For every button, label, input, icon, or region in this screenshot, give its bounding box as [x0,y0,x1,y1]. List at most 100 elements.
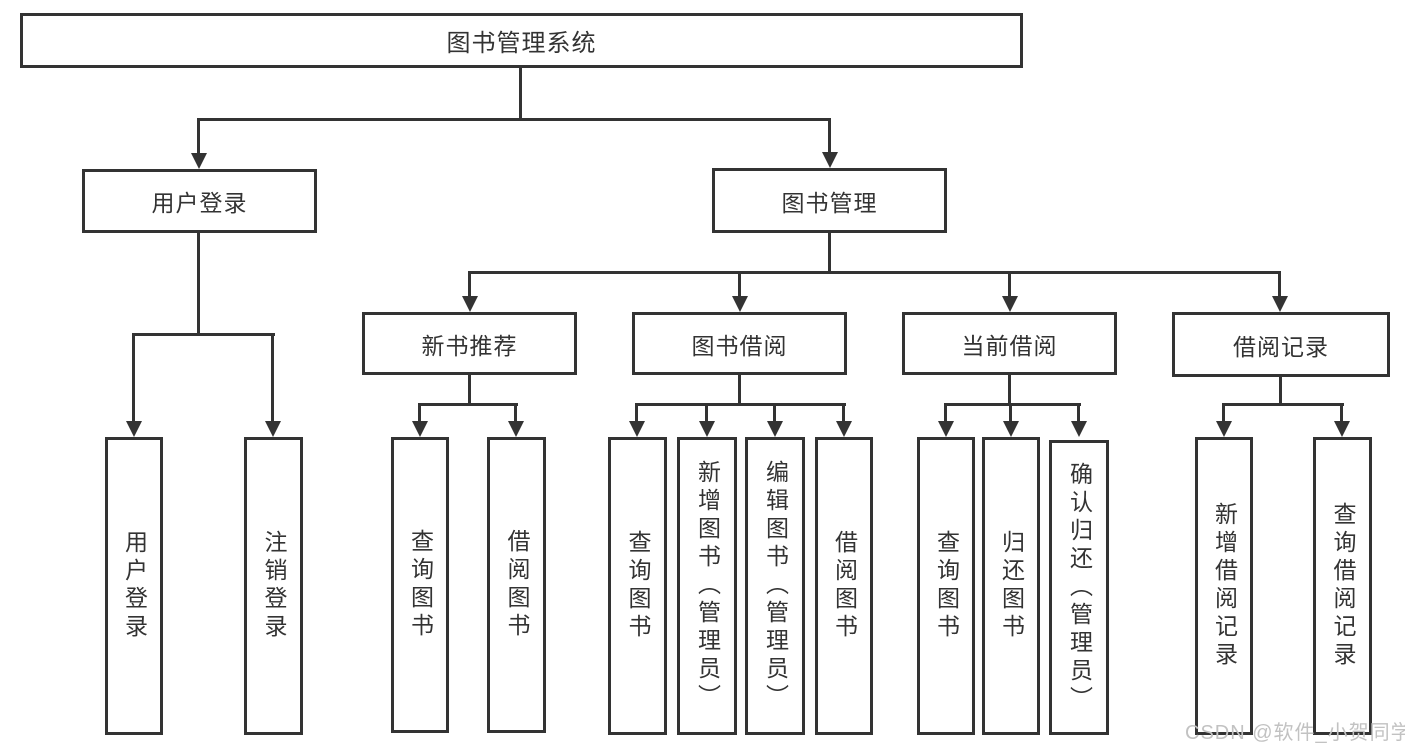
leaf-current-confirm-return: 确认归还（管理员） [1049,440,1109,735]
connector-current-vline [1008,375,1011,405]
leaf-borrowing-borrow-books-label: 借阅图书 [831,530,858,642]
arrowhead-icon [1334,421,1350,437]
node-current-borrowing: 当前借阅 [902,312,1117,375]
node-borrowing-records: 借阅记录 [1172,312,1390,377]
arrowhead-icon [265,421,281,437]
arrowhead-icon [822,152,838,168]
node-new-book-recommend-label: 新书推荐 [421,332,518,359]
connector-user-login-hline [132,333,275,336]
arrowhead-icon [836,421,852,437]
csdn-watermark: CSDN @软件_小贺同学 [1185,722,1405,744]
arrowhead-icon [508,421,524,437]
arrow-stem [514,405,517,424]
arrow-stem [773,405,776,424]
arrow-to-borrowing-edit [767,405,783,437]
leaf-borrowing-add-books: 新增图书（管理员） [677,437,737,735]
arrow-stem [635,405,638,424]
leaf-borrowing-borrow-books: 借阅图书 [815,437,873,735]
arrow-stem [197,120,200,156]
node-user-login: 用户登录 [82,169,317,233]
arrow-to-borrowing-borrow [836,405,852,437]
arrow-stem [705,405,708,424]
arrow-to-borrowing-add [699,405,715,437]
node-borrowing-records-label: 借阅记录 [1233,333,1329,360]
leaf-current-return-books-label: 归还图书 [998,530,1025,642]
leaf-logout-label: 注销登录 [261,530,287,642]
arrow-to-new-book-recommend [462,273,478,312]
leaf-records-query-record-label: 查询借阅记录 [1330,502,1356,670]
node-new-book-recommend: 新书推荐 [362,312,577,375]
connector-borrowing-vline [738,375,741,405]
arrow-stem [468,273,471,299]
arrow-to-recommend-borrow [508,405,524,437]
leaf-recommend-query-books: 查询图书 [391,437,449,733]
arrow-to-leaf-user-login [126,335,142,437]
leaf-current-query-books: 查询图书 [917,437,975,735]
arrow-stem [1008,273,1011,299]
arrow-to-leaf-logout [265,335,281,437]
arrow-to-current-query [938,405,954,437]
arrow-to-book-borrowing [732,273,748,312]
arrow-to-recommend-query [412,405,428,437]
connector-current-hline [944,403,1081,406]
leaf-records-add-record: 新增借阅记录 [1195,437,1253,735]
arrow-stem [1278,273,1281,299]
arrow-stem [271,335,274,424]
leaf-current-query-books-label: 查询图书 [933,530,960,642]
leaf-borrowing-edit-books: 编辑图书（管理员） [745,437,805,735]
arrowhead-icon [1272,296,1288,312]
arrow-to-current-return [1003,405,1019,437]
leaf-current-return-books: 归还图书 [982,437,1040,735]
node-book-borrowing: 图书借阅 [632,312,847,375]
arrowhead-icon [938,421,954,437]
arrow-to-current-confirm [1071,405,1087,437]
arrow-stem [1077,405,1080,424]
leaf-borrowing-add-books-label: 新增图书（管理员） [694,460,721,712]
leaf-records-query-record: 查询借阅记录 [1313,437,1372,735]
connector-recommend-vline [468,375,471,405]
connector-records-hline [1222,403,1344,406]
arrow-to-records-add [1216,405,1232,437]
connector-user-login-vline [197,233,200,335]
arrowhead-icon [732,296,748,312]
arrow-to-borrowing-records [1272,273,1288,312]
arrow-to-user-login [191,120,207,169]
arrow-to-records-query [1334,405,1350,437]
leaf-recommend-borrow-books: 借阅图书 [487,437,546,733]
connector-borrowing-hline [635,403,846,406]
arrowhead-icon [629,421,645,437]
leaf-recommend-borrow-books-label: 借阅图书 [504,529,530,641]
arrow-stem [1009,405,1012,424]
arrowhead-icon [1071,421,1087,437]
arrow-stem [1340,405,1343,424]
arrowhead-icon [462,296,478,312]
arrowhead-icon [412,421,428,437]
arrow-stem [828,120,831,155]
connector-root-hline [197,118,831,121]
node-book-borrowing-label: 图书借阅 [691,332,788,359]
leaf-borrowing-edit-books-label: 编辑图书（管理员） [762,460,789,712]
arrow-stem [132,335,135,424]
leaf-user-login: 用户登录 [105,437,163,735]
arrow-stem [944,405,947,424]
arrowhead-icon [1216,421,1232,437]
node-root-label: 图书管理系统 [446,30,597,57]
leaf-user-login-label: 用户登录 [121,530,148,642]
arrowhead-icon [126,421,142,437]
arrowhead-icon [767,421,783,437]
arrow-stem [1222,405,1225,424]
connector-recommend-hline [418,403,518,406]
connector-book-management-vline [828,233,831,273]
node-user-login-label: 用户登录 [151,190,248,216]
connector-root-vline [519,68,522,120]
leaf-logout: 注销登录 [244,437,303,735]
arrow-to-borrowing-query [629,405,645,437]
leaf-borrowing-query-books: 查询图书 [608,437,667,735]
leaf-recommend-query-books-label: 查询图书 [407,529,434,641]
arrowhead-icon [1003,421,1019,437]
arrowhead-icon [191,153,207,169]
node-book-management: 图书管理 [712,168,947,233]
leaf-current-confirm-return-label: 确认归还（管理员） [1066,461,1093,714]
arrow-stem [418,405,421,424]
